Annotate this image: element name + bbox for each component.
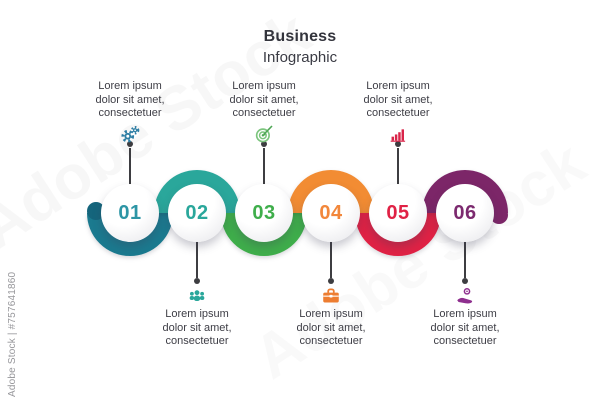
caption-03: Lorem ipsum dolor sit amet, consectetuer	[209, 80, 319, 146]
wave-segment-06	[422, 170, 508, 256]
caption-text: Lorem ipsum dolor sit amet, consectetuer	[229, 80, 299, 119]
step-circle-05: 05	[369, 184, 427, 242]
step-number: 04	[319, 201, 343, 224]
briefcase-icon	[323, 288, 339, 303]
caption-text: Lorem ipsum dolor sit amet, consectetuer	[430, 308, 500, 347]
step-number: 01	[118, 201, 142, 224]
caption-04: Lorem ipsum dolor sit amet, consectetuer	[276, 283, 386, 349]
gears-icon	[121, 125, 140, 143]
connector-dot	[462, 278, 468, 284]
caption-01: Lorem ipsum dolor sit amet, consectetuer	[75, 80, 185, 146]
caption-text: Lorem ipsum dolor sit amet, consectetuer	[363, 80, 433, 119]
wave-segment-04	[288, 170, 374, 256]
stock-id-label: Adobe Stock | #757641860	[7, 271, 18, 397]
step-circle-02: 02	[168, 184, 226, 242]
caption-text: Lorem ipsum dolor sit amet, consectetuer	[162, 308, 232, 347]
step-circle-01: 01	[101, 184, 159, 242]
step-circle-03: 03	[235, 184, 293, 242]
step-number: 02	[185, 201, 209, 224]
team-icon	[189, 290, 205, 301]
connector-line	[129, 148, 131, 186]
wave-segment-05	[355, 170, 441, 256]
connector-line	[263, 148, 265, 186]
step-circle-04: 04	[302, 184, 360, 242]
connector-dot	[127, 141, 133, 147]
connector-line	[196, 240, 198, 278]
wave-segment-03	[221, 170, 307, 256]
connector-line	[330, 240, 332, 278]
caption-text: Lorem ipsum dolor sit amet, consectetuer	[296, 308, 366, 347]
connector-dot	[261, 141, 267, 147]
connector-dot	[328, 278, 334, 284]
step-number: 05	[386, 201, 410, 224]
caption-text: Lorem ipsum dolor sit amet, consectetuer	[95, 80, 165, 119]
step-number: 03	[252, 201, 276, 224]
wave-end-cap	[490, 206, 508, 224]
connector-line	[464, 240, 466, 278]
wave-segment-01	[87, 170, 173, 256]
connector-dot	[194, 278, 200, 284]
adobe-watermark: Adobe Stock	[241, 128, 597, 394]
page-subtitle: Infographic	[262, 49, 338, 66]
caption-06: Lorem ipsum dolor sit amet, consectetuer	[410, 283, 520, 349]
wave-start-cap	[87, 202, 105, 220]
hand-coin-icon	[457, 288, 473, 304]
bar-chart-icon	[390, 128, 406, 142]
step-number: 06	[453, 201, 477, 224]
page-title: Business	[263, 28, 337, 45]
caption-05: Lorem ipsum dolor sit amet, consectetuer	[343, 80, 453, 146]
caption-02: Lorem ipsum dolor sit amet, consectetuer	[142, 283, 252, 349]
header: Business Infographic	[0, 28, 600, 66]
connector-dot	[395, 141, 401, 147]
wave-segment-02	[154, 170, 240, 256]
target-icon	[255, 124, 273, 142]
connector-line	[397, 148, 399, 186]
step-circle-06: 06	[436, 184, 494, 242]
